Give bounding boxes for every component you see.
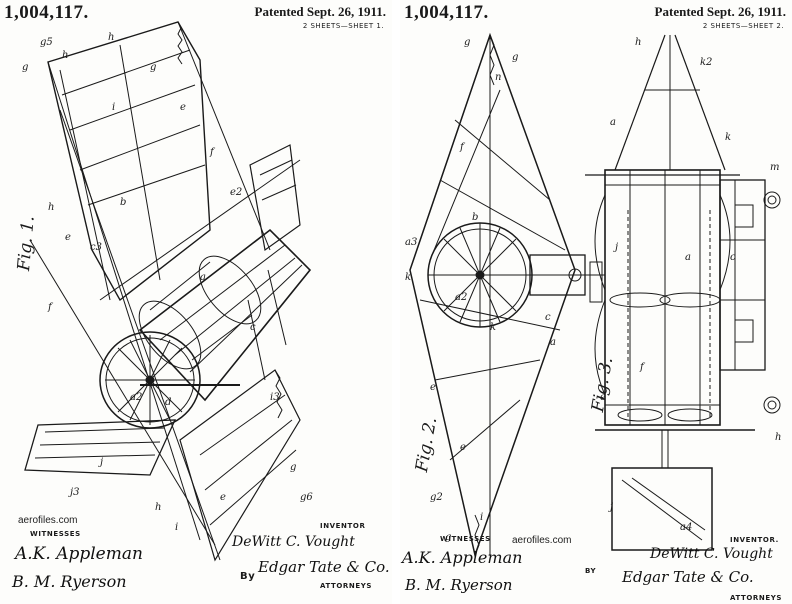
svg-text:g6: g6 (300, 492, 313, 503)
patent-number: 1,004,117. (4, 2, 89, 23)
svg-text:k: k (490, 322, 496, 333)
witnesses-label: WITNESSES (30, 530, 81, 538)
sheet-divider (393, 0, 399, 604)
svg-text:e: e (180, 102, 186, 113)
inventor-label: INVENTOR. (730, 536, 779, 544)
svg-text:n: n (495, 72, 501, 83)
svg-text:e: e (460, 442, 466, 453)
svg-text:e2: e2 (230, 187, 242, 198)
svg-text:a3: a3 (405, 237, 417, 248)
svg-text:e: e (430, 382, 436, 393)
inventor-signature: DeWitt C. Vought (650, 546, 773, 562)
svg-text:c: c (730, 252, 736, 263)
svg-text:g: g (150, 62, 156, 73)
sheet-count-note: 2 SHEETS—SHEET 1. (302, 22, 384, 30)
svg-text:k: k (405, 272, 411, 283)
svg-text:g: g (512, 52, 518, 63)
svg-text:k2: k2 (700, 57, 712, 68)
svg-text:f: f (209, 147, 216, 158)
svg-text:h: h (155, 502, 161, 513)
patent-number: 1,004,117. (404, 2, 489, 23)
svg-text:j: j (613, 242, 618, 253)
svg-text:g: g (464, 37, 470, 48)
svg-text:h: h (108, 32, 114, 43)
svg-text:h: h (775, 432, 781, 443)
patented-date: Patented Sept. 26, 1911. (254, 4, 386, 19)
svg-text:m: m (770, 162, 779, 173)
svg-text:b: b (472, 212, 478, 223)
attorney-signature: Edgar Tate & Co. (258, 558, 390, 576)
attorneys-label: ATTORNEYS (320, 582, 373, 590)
by-label: By (240, 571, 256, 582)
inventor-signature: DeWitt C. Vought (232, 534, 355, 550)
witness-2-signature: B. M. Ryerson (12, 572, 127, 591)
svg-text:i3: i3 (270, 392, 280, 403)
patented-date: Patented Sept. 26, 1911. (654, 4, 786, 19)
patent-sheet-1: g g5 h h g i e f e2 h e c3 b f a c a2 d … (0, 0, 392, 604)
svg-text:a: a (200, 272, 206, 283)
patent-sheet-2: g n g f b a3 k a2 k c a e e g2 g i h k 2 … (400, 0, 792, 604)
svg-text:e: e (600, 392, 606, 403)
inventor-label: INVENTOR (320, 522, 366, 530)
svg-text:f: f (47, 302, 54, 313)
svg-text:g2: g2 (430, 492, 443, 503)
svg-text:i: i (480, 512, 483, 523)
svg-text:g5: g5 (40, 37, 53, 48)
witness-2-signature: B. M. Ryerson (405, 576, 513, 594)
svg-text:i: i (175, 522, 178, 533)
svg-text:a2: a2 (455, 292, 467, 303)
svg-text:a: a (550, 337, 556, 348)
svg-text:d: d (165, 397, 171, 408)
svg-text:j: j (98, 457, 103, 468)
svg-text:j: j (608, 502, 613, 513)
svg-text:e: e (220, 492, 226, 503)
svg-text:h: h (62, 50, 68, 61)
by-label: BY (585, 567, 597, 575)
svg-text:f: f (639, 362, 646, 373)
witnesses-label: WITNESSES (440, 535, 491, 543)
witness-1-signature: A.K. Appleman (15, 544, 143, 564)
watermark-credit: aerofiles.com (18, 515, 78, 526)
attorney-signature: Edgar Tate & Co. (622, 568, 754, 586)
sheet-count-note: 2 SHEETS—SHEET 2. (702, 22, 784, 30)
svg-text:c: c (545, 312, 551, 323)
svg-text:c3: c3 (90, 242, 102, 253)
svg-text:i: i (112, 102, 115, 113)
svg-text:h: h (635, 37, 641, 48)
svg-text:a4: a4 (680, 522, 692, 533)
witness-1-signature: A.K. Appleman (402, 548, 523, 567)
svg-text:j3: j3 (68, 487, 79, 498)
svg-text:e: e (65, 232, 71, 243)
svg-text:a: a (685, 252, 691, 263)
fig-1-drawing: g g5 h h g i e f e2 h e c3 b f a c a2 d … (22, 21, 313, 562)
svg-text:g: g (22, 62, 28, 73)
svg-text:a: a (610, 117, 616, 128)
svg-text:h: h (48, 202, 54, 213)
svg-text:a2: a2 (130, 392, 142, 403)
svg-text:g: g (445, 532, 451, 543)
svg-text:g: g (290, 462, 296, 473)
attorneys-label: ATTORNEYS (730, 594, 783, 602)
svg-text:b: b (120, 197, 126, 208)
svg-text:f: f (459, 142, 466, 153)
fig-2-3-drawing: g n g f b a3 k a2 k c a e e g2 g i h k2 … (405, 32, 781, 558)
watermark-credit: aerofiles.com (512, 535, 572, 546)
svg-text:k: k (725, 132, 731, 143)
svg-text:c: c (250, 322, 256, 333)
